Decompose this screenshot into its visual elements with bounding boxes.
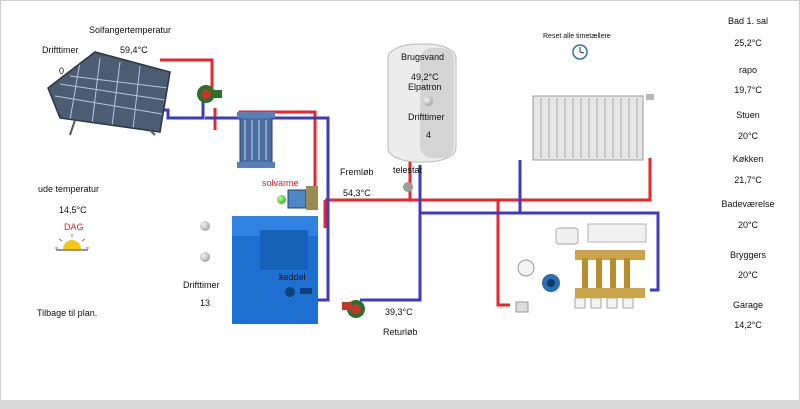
elpatron-indicator [423,96,433,106]
room-temperature: 20°C [737,131,759,141]
room-name: rapo [738,65,757,75]
boiler-hours-label: Drifttimer [183,280,220,290]
day-mode-label: DAG [64,222,84,232]
reset-label: Reset alle timetællere [543,33,611,40]
room-name: Køkken [732,154,764,164]
tank-hours-value: 4 [426,130,432,140]
room-temperature: 20°C [737,270,759,280]
back-to-plan-link[interactable]: Tilbage til plan. [37,308,98,318]
room-name: Stuen [736,110,760,120]
mixing-valve-icon [287,186,318,210]
return-label: Returløb [383,327,418,337]
room-temperature: 14,2°C [734,320,762,330]
room-name: Bryggers [729,250,766,260]
solar-supply-pipe [160,58,214,94]
solar-temperature: 59,4°C [120,45,148,55]
return-to-manifold-pipe [420,211,660,292]
boiler-name: keddel [279,272,306,282]
radiator-icon [532,94,654,161]
room-temperature: 19,7°C [734,85,762,95]
room-temperature: 25,2°C [734,38,762,48]
clock-icon [572,44,588,60]
tank-temperature: 49,2°C [411,72,439,82]
elpatron-label: Elpatron [408,82,442,92]
heat-exchanger-icon [237,112,275,168]
sun-icon [55,234,89,251]
circulation-pump-icon [197,85,222,103]
solar-title: Solfangertemperatur [89,25,172,35]
tank-hours-label: Drifttimer [408,112,445,122]
solar-hours-value: 0 [59,66,65,76]
status-strip [0,400,800,409]
radiator-supply-pipe [496,200,510,307]
return-temperature: 39,3°C [385,307,413,317]
boiler-hours-value: 13 [200,298,211,308]
hot-water-tank-icon [387,43,457,163]
supply-label: Fremløb [340,167,374,177]
tank-title: Brugsvand [401,52,445,62]
room-name: Garage [732,300,764,310]
main-return-pipe [360,165,422,302]
supply-temperature: 54,3°C [343,188,371,198]
outdoor-label: ude temperatur [38,184,100,194]
solvarme-label: solvarme [262,178,299,188]
status-indicator-2 [200,252,210,262]
exchanger-return-pipe [205,116,330,302]
status-indicator-1 [200,221,210,231]
reset-button[interactable] [571,43,589,61]
solvarme-status-icon [277,195,286,204]
boiler-icon [232,216,318,324]
room-name: Bad 1. sal [727,16,769,26]
return-pump-icon [342,300,365,318]
room-name: Badeværelse [721,199,775,209]
telestat-sensor-icon [403,182,413,192]
telestat-label: telestat [393,165,423,175]
main-supply-pipe [410,158,652,202]
solar-panel-icon [47,51,171,136]
floor-heating-manifold-icon [515,223,647,313]
room-temperature: 21,7°C [734,175,762,185]
room-temperature: 20°C [737,220,759,230]
outdoor-temperature: 14,5°C [59,205,87,215]
solar-hours-label: Drifttimer [42,45,79,55]
